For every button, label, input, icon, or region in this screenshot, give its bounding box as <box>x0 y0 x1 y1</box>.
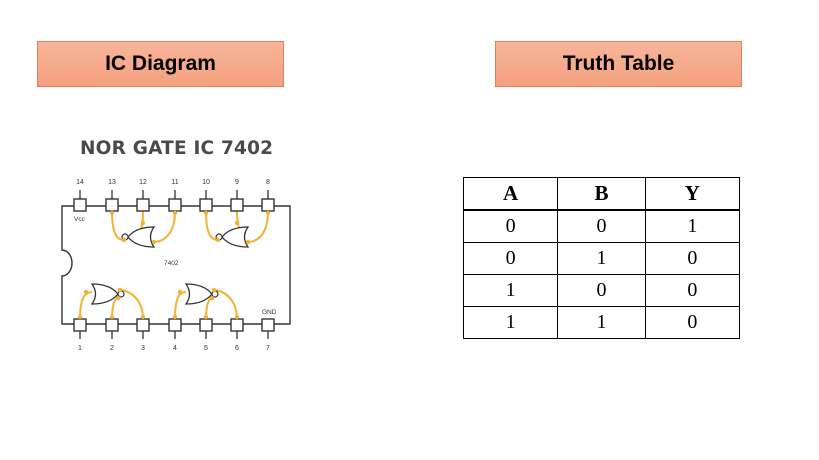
cell-y: 1 <box>644 209 741 243</box>
nor-gate-icon <box>121 226 156 248</box>
wire <box>153 210 176 243</box>
pin-pad <box>105 318 119 332</box>
pin-number: 8 <box>266 179 270 186</box>
ic-title: NOR GATE IC 7402 <box>80 138 274 159</box>
wire <box>247 210 269 243</box>
cell-b: 0 <box>557 209 646 243</box>
cell-y: 0 <box>644 274 741 307</box>
wire <box>79 291 93 320</box>
wire-dot <box>177 289 183 295</box>
cell-y: 0 <box>644 242 741 275</box>
chip-label: 7402 <box>164 260 179 267</box>
wire-dot <box>77 314 83 320</box>
pin-pad <box>105 198 119 212</box>
wire-dot <box>172 314 178 320</box>
cell-a: 1 <box>462 306 559 339</box>
pin-number: 4 <box>173 345 177 352</box>
nor-gate-icon <box>215 226 250 248</box>
pin-number: 5 <box>204 345 208 352</box>
ic-diagram-header: IC Diagram <box>37 41 284 87</box>
pin-number: 10 <box>202 179 210 186</box>
nor-gate-icon <box>90 283 125 305</box>
cell-b: 1 <box>557 306 646 339</box>
wire-dot <box>109 314 115 320</box>
pin-pad <box>199 318 213 332</box>
pin-number: 2 <box>110 345 114 352</box>
wire-dot <box>172 210 178 216</box>
wire-dot <box>140 314 146 320</box>
wire-dot <box>245 239 251 245</box>
wire-dot <box>151 239 157 245</box>
pin-number: 6 <box>235 345 239 352</box>
pin-number: 12 <box>139 179 147 186</box>
pin-pad <box>73 318 87 332</box>
col-header-b: B <box>557 177 646 211</box>
pin-number: 1 <box>78 345 82 352</box>
pin-pad <box>73 198 87 212</box>
pin-number: 7 <box>266 345 270 352</box>
table-row: 1 0 0 <box>462 274 741 307</box>
pin-number: 11 <box>171 179 178 186</box>
wire-dot <box>140 220 146 226</box>
wire-dot <box>115 295 121 301</box>
cell-y: 0 <box>644 306 741 339</box>
wire-dot <box>109 210 115 216</box>
pin-number: 13 <box>108 179 116 186</box>
wire-dots <box>77 210 271 320</box>
pin-pad <box>199 198 213 212</box>
truth-table-header: Truth Table <box>495 41 742 87</box>
wire <box>119 289 144 320</box>
pin-number: 14 <box>76 179 84 186</box>
pin-pad <box>168 198 182 212</box>
wire <box>213 289 238 320</box>
pin-pad <box>230 318 244 332</box>
pin-pad <box>261 198 275 212</box>
pin-pad <box>168 318 182 332</box>
table-row: 0 1 0 <box>462 242 741 275</box>
pin-number: 9 <box>235 179 239 186</box>
wire-dot <box>83 289 89 295</box>
gnd-label: GND <box>262 309 277 316</box>
pin-pad <box>136 198 150 212</box>
pin-pad <box>136 318 150 332</box>
truth-table: A B Y 0 0 1 0 1 0 1 0 0 1 1 0 <box>462 177 741 339</box>
col-header-a: A <box>462 177 559 211</box>
pin-pad <box>261 318 275 332</box>
pin-pad <box>230 198 244 212</box>
vcc-label: Vcc <box>74 216 86 223</box>
wire <box>174 291 187 320</box>
truth-table-header-row: A B Y <box>462 177 741 211</box>
col-header-y: Y <box>644 177 741 211</box>
cell-a: 1 <box>462 274 559 307</box>
wire-dot <box>203 314 209 320</box>
wire-dot <box>211 287 217 293</box>
table-row: 0 0 1 <box>462 209 741 243</box>
wire-dot <box>121 237 127 243</box>
cell-b: 1 <box>557 242 646 275</box>
wire-dot <box>117 287 123 293</box>
wire-dot <box>215 237 221 243</box>
cell-b: 0 <box>557 274 646 307</box>
table-row: 1 1 0 <box>462 306 741 339</box>
wire-dot <box>234 314 240 320</box>
wire-dot <box>234 220 240 226</box>
top-pins: 14 13 12 11 10 9 8 <box>73 179 275 212</box>
cell-a: 0 <box>462 242 559 275</box>
wire-dot <box>265 210 271 216</box>
cell-a: 0 <box>462 209 559 243</box>
nor-gate-icon <box>184 283 219 305</box>
chip-body <box>61 205 291 325</box>
pin-number: 3 <box>141 345 145 352</box>
wire-dot <box>203 210 209 216</box>
ic-diagram-header-label: IC Diagram <box>105 52 216 75</box>
truth-table-header-label: Truth Table <box>562 52 675 75</box>
wire-dot <box>209 295 215 301</box>
